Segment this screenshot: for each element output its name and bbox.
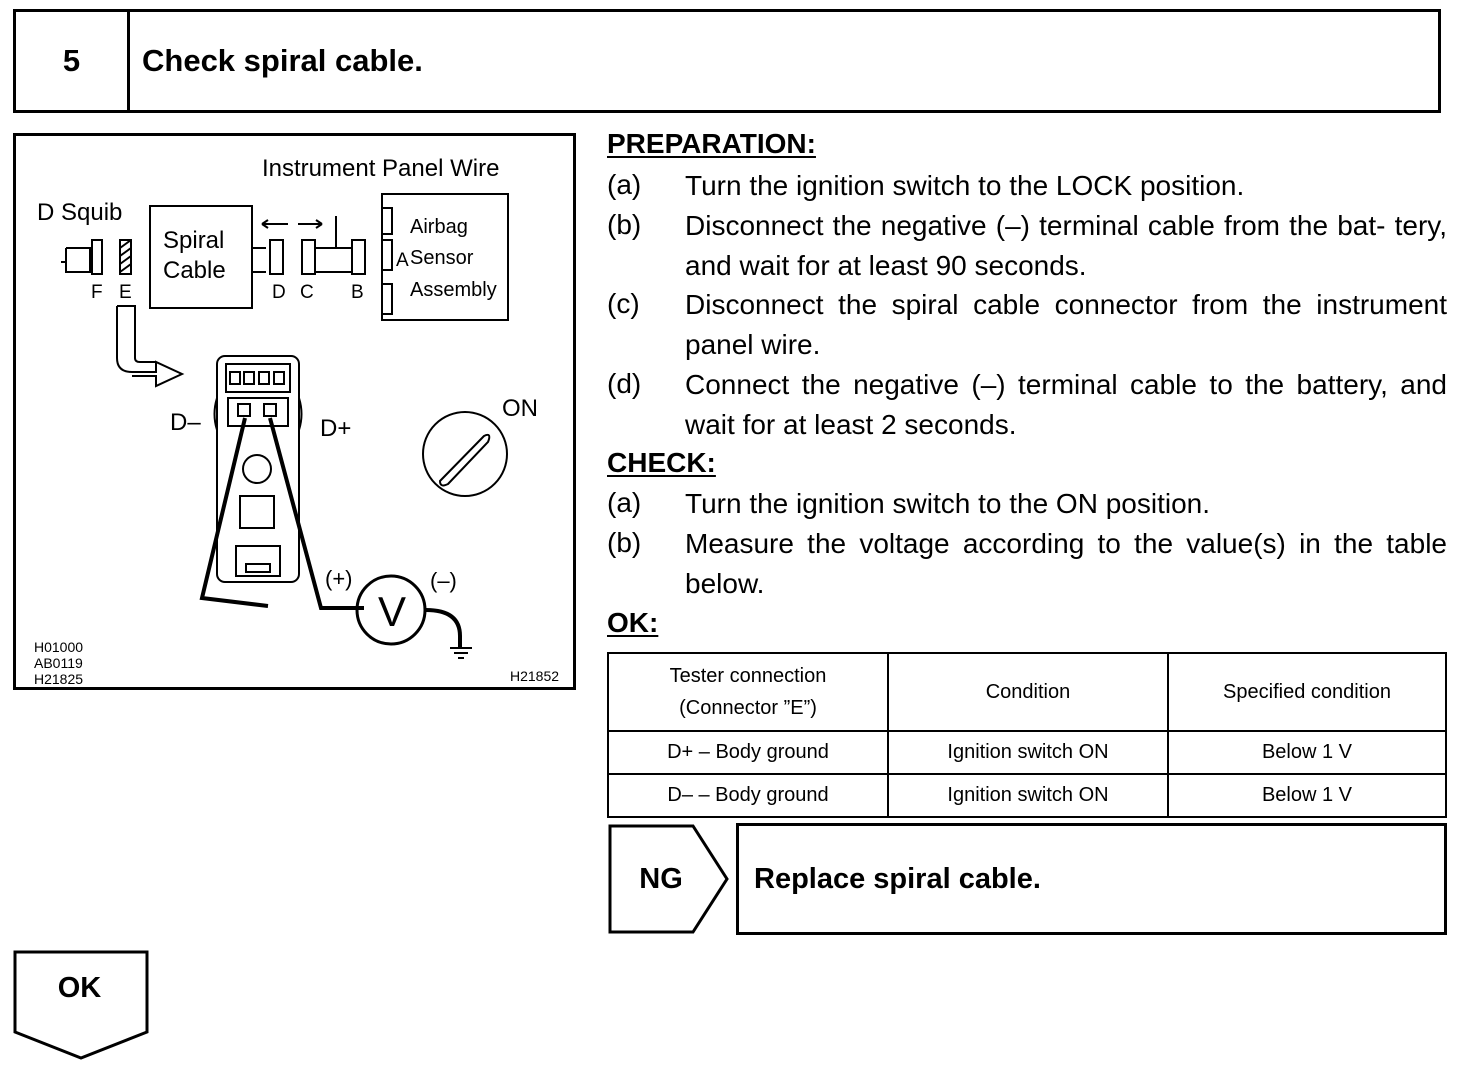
cell-condition: Ignition switch ON bbox=[887, 730, 1169, 775]
ng-label: NG bbox=[639, 862, 683, 895]
prep-b-letter: (b) bbox=[607, 209, 642, 240]
header-tester-connection: Tester connection (Connector ”E”) bbox=[607, 652, 889, 732]
cell-condition: Ignition switch ON bbox=[887, 773, 1169, 818]
cell-specified: Below 1 V bbox=[1167, 730, 1447, 775]
prep-a-text: Turn the ignition switch to the LOCK pos… bbox=[685, 170, 1245, 201]
label-connector-a: A bbox=[396, 250, 409, 271]
ok-heading: OK: bbox=[607, 607, 659, 638]
ok-label: OK bbox=[57, 972, 102, 1004]
figure-code-right: H21852 bbox=[510, 668, 559, 684]
diagram-svg: V Instrument Panel Wire D Squib Spiral C… bbox=[34, 155, 559, 687]
check-a-text: Turn the ignition switch to the ON posit… bbox=[685, 488, 1210, 519]
connector-c-shape bbox=[301, 239, 316, 275]
check-a-letter: (a) bbox=[607, 487, 642, 518]
step-header: 5 Check spiral cable. bbox=[13, 9, 1441, 113]
figure-code-2: AB0119 bbox=[34, 655, 83, 671]
figure-code-3: H21825 bbox=[34, 671, 83, 687]
connector-d-shape bbox=[269, 239, 284, 275]
prep-c-letter: (c) bbox=[607, 288, 640, 319]
voltmeter-icon bbox=[355, 574, 427, 646]
check-b-text: Measure the voltage according to the val… bbox=[685, 528, 1447, 599]
label-d-squib: D Squib bbox=[37, 199, 122, 226]
prep-b-text: Disconnect the negative (–) terminal cab… bbox=[685, 210, 1447, 281]
ok-arrow-shape bbox=[13, 950, 149, 1060]
header-tester-line1: Tester connection bbox=[669, 665, 827, 687]
cell-connection: D– – Body ground bbox=[607, 773, 889, 818]
bent-arrow-icon bbox=[116, 306, 185, 388]
label-instrument-panel-wire: Instrument Panel Wire bbox=[262, 155, 499, 182]
table-row: D– – Body ground Ignition switch ON Belo… bbox=[607, 773, 1447, 818]
label-connector-e: E bbox=[119, 282, 132, 303]
label-assembly: Assembly bbox=[410, 279, 497, 301]
ng-result: NG Replace spiral cable. bbox=[607, 823, 1447, 935]
prep-c-text: Disconnect the spiral cable connector fr… bbox=[685, 289, 1447, 360]
spec-table: Tester connection (Connector ”E”) Condit… bbox=[607, 652, 1447, 818]
label-plus: (+) bbox=[325, 566, 353, 591]
label-sensor: Sensor bbox=[410, 247, 474, 269]
table-header-row: Tester connection (Connector ”E”) Condit… bbox=[607, 652, 1447, 732]
ng-arrow-shape bbox=[608, 824, 729, 934]
label-minus: (–) bbox=[430, 568, 457, 593]
header-condition: Condition bbox=[887, 652, 1169, 732]
label-connector-c: C bbox=[300, 282, 314, 303]
label-d-minus: D– bbox=[170, 409, 201, 436]
cell-specified: Below 1 V bbox=[1167, 773, 1447, 818]
prep-d-text: Connect the negative (–) terminal cable … bbox=[685, 369, 1447, 440]
voltmeter-label: V bbox=[378, 588, 406, 635]
label-connector-b: B bbox=[351, 282, 364, 303]
spiral-cable-box bbox=[149, 205, 253, 309]
wiring-diagram: V Instrument Panel Wire D Squib Spiral C… bbox=[13, 133, 576, 690]
arrow-right-icon bbox=[298, 219, 323, 229]
ng-action-text: Replace spiral cable. bbox=[754, 862, 1041, 895]
connector-f-shape bbox=[91, 239, 103, 275]
label-cable: Cable bbox=[163, 257, 226, 284]
squib-plug-shape bbox=[61, 247, 91, 273]
ignition-key-icon bbox=[422, 411, 508, 497]
label-connector-d: D bbox=[272, 282, 286, 303]
prep-a-letter: (a) bbox=[607, 169, 642, 200]
header-tester-line2: (Connector ”E”) bbox=[679, 697, 817, 719]
ng-action-box: Replace spiral cable. bbox=[736, 823, 1447, 935]
cell-connection: D+ – Body ground bbox=[607, 730, 889, 775]
check-b-letter: (b) bbox=[607, 527, 642, 558]
preparation-heading: PREPARATION: bbox=[607, 128, 816, 159]
connector-e-enlarged bbox=[216, 355, 300, 583]
step-number: 5 bbox=[16, 12, 130, 110]
connector-b-shape bbox=[351, 239, 366, 275]
label-d-plus: D+ bbox=[320, 415, 351, 442]
label-on: ON bbox=[502, 395, 538, 422]
label-spiral: Spiral bbox=[163, 227, 224, 254]
step-title: Check spiral cable. bbox=[142, 43, 423, 78]
arrow-left-icon bbox=[261, 219, 288, 229]
check-heading: CHECK: bbox=[607, 447, 716, 478]
ok-result: OK bbox=[13, 950, 150, 1062]
label-connector-f: F bbox=[91, 282, 103, 303]
header-specified-condition: Specified condition bbox=[1167, 652, 1447, 732]
label-airbag: Airbag bbox=[410, 216, 468, 238]
figure-code-1: H01000 bbox=[34, 639, 83, 655]
table-row: D+ – Body ground Ignition switch ON Belo… bbox=[607, 730, 1447, 775]
prep-d-letter: (d) bbox=[607, 368, 642, 399]
